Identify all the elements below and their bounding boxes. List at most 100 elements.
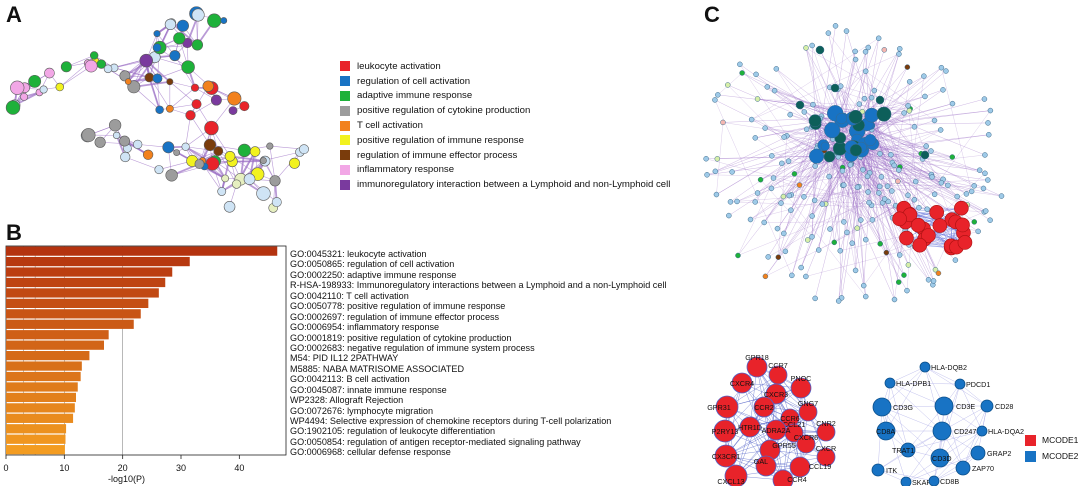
network-edge xyxy=(864,143,928,210)
cluster-node-label: CXCR xyxy=(816,444,836,453)
chart-frame xyxy=(5,245,287,456)
network-node xyxy=(133,139,143,150)
network-node xyxy=(896,167,902,173)
network-node xyxy=(884,183,891,189)
network-node xyxy=(864,173,871,180)
network-node xyxy=(764,84,771,90)
network-edge xyxy=(828,32,923,160)
network-edge xyxy=(851,147,856,271)
network-edge xyxy=(863,110,991,286)
network-edge xyxy=(125,156,160,170)
bar-term-label: WP4494: Selective expression of chemokin… xyxy=(290,416,612,426)
network-node xyxy=(839,168,846,174)
network-node xyxy=(191,99,202,110)
cluster-edge xyxy=(889,382,945,407)
cluster-node-label: HLA-DQB2 xyxy=(931,363,967,372)
network-node xyxy=(940,87,946,93)
network-node xyxy=(911,124,918,130)
network-node xyxy=(152,73,163,84)
network-edge xyxy=(829,153,922,230)
network-edge xyxy=(842,185,905,276)
network-node xyxy=(878,174,885,180)
cluster-node xyxy=(790,377,812,399)
cluster-node xyxy=(919,361,931,373)
network-node xyxy=(812,295,818,302)
x-axis-label: -log10(P) xyxy=(108,474,146,484)
network-node xyxy=(877,150,883,157)
network-edge xyxy=(185,146,219,152)
network-edge xyxy=(840,234,908,251)
cluster-edge xyxy=(881,406,943,432)
network-edge xyxy=(851,154,980,171)
network-node xyxy=(931,117,938,124)
network-edge xyxy=(840,85,909,106)
network-node xyxy=(773,66,780,72)
network-node xyxy=(55,82,65,92)
cluster-node xyxy=(755,455,777,477)
network-edge xyxy=(814,71,866,121)
network-edge xyxy=(159,103,197,111)
cluster-node xyxy=(955,460,971,476)
network-node xyxy=(704,172,710,178)
bar xyxy=(6,267,173,277)
bar xyxy=(6,382,78,392)
network-edge xyxy=(737,202,870,256)
network-node xyxy=(28,74,42,88)
network-node xyxy=(949,100,956,107)
cluster-node-label: CD247 xyxy=(954,427,976,436)
network-edge xyxy=(778,156,830,258)
network-node xyxy=(124,78,132,85)
network-node xyxy=(876,183,883,190)
cluster-edge xyxy=(765,431,827,467)
network-node xyxy=(765,254,771,260)
network-node xyxy=(937,127,944,133)
network-node xyxy=(922,93,928,100)
network-node xyxy=(144,72,155,83)
network-node xyxy=(120,151,131,163)
network-node xyxy=(164,18,177,31)
network-node xyxy=(820,141,830,151)
network-node-mcode1 xyxy=(910,217,926,233)
network-node xyxy=(935,270,942,276)
network-node xyxy=(778,200,784,206)
cluster-edge xyxy=(924,366,961,385)
network-edge xyxy=(825,146,835,243)
cluster-node-label: ZAP70 xyxy=(972,464,994,473)
cluster-node-label: PDCD1 xyxy=(966,380,990,389)
cluster-edge xyxy=(905,430,943,483)
cluster-node xyxy=(724,464,748,486)
cluster-node xyxy=(934,396,954,416)
network-node xyxy=(823,150,836,163)
network-node xyxy=(930,278,937,284)
network-node xyxy=(103,64,113,74)
mcode-legend-item: MCODE1 xyxy=(1025,432,1078,448)
network-node xyxy=(762,125,768,131)
network-node xyxy=(877,241,883,247)
network-node xyxy=(754,96,761,102)
network-node xyxy=(84,59,98,73)
network-node xyxy=(888,151,894,158)
network-node xyxy=(862,236,869,243)
cluster-node xyxy=(765,419,787,441)
network-node xyxy=(905,102,911,109)
mcode-label: MCODE2 xyxy=(1042,451,1078,461)
cluster-node-label: CXCL13 xyxy=(717,477,744,486)
network-node xyxy=(968,188,975,195)
network-node xyxy=(809,234,815,240)
network-node xyxy=(754,190,761,196)
panel-letter-b: B xyxy=(6,220,22,245)
network-node xyxy=(901,272,907,278)
network-edge xyxy=(829,156,908,291)
network-node xyxy=(10,80,25,95)
bar xyxy=(6,256,190,267)
network-node xyxy=(945,182,951,189)
network-node xyxy=(205,156,220,171)
network-node xyxy=(883,249,890,256)
network-node xyxy=(905,192,911,199)
network-edge xyxy=(742,72,842,119)
legend-a-item: leukocyte activation xyxy=(340,59,670,74)
cluster-edge xyxy=(924,366,943,432)
network-node xyxy=(735,252,741,259)
network-node-mcode1 xyxy=(957,235,973,250)
cluster-node-label: CD8B xyxy=(940,477,959,486)
